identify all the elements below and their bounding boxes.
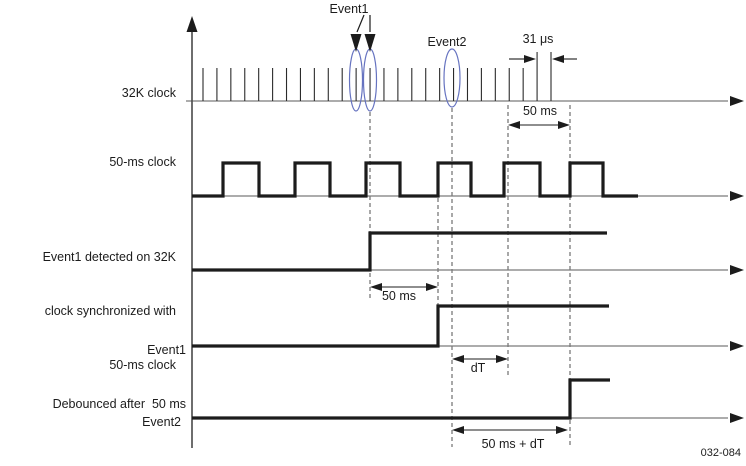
dim-label-31us: 31 μs bbox=[522, 32, 554, 46]
dim-label-50ms-top: 50 ms bbox=[522, 104, 558, 118]
row-label-event1-detected: Event1 detected on 32K clock synchronize… bbox=[42, 250, 176, 372]
row-label-50ms-clock: 50-ms clock bbox=[109, 155, 176, 169]
dim-label-50ms-mid: 50 ms bbox=[381, 289, 417, 303]
event1-callout-label: Event1 bbox=[329, 2, 369, 16]
row-label-event1-debounced: Event1 Debounced after 50 ms bbox=[52, 343, 186, 411]
row-label-32k-clock: 32K clock bbox=[121, 86, 176, 100]
event2-callout-label: Event2 bbox=[427, 35, 467, 49]
row-label-event2-debounced: Event2 Debounced after 50 ms + dT bbox=[142, 415, 181, 429]
figure-number: 032-084 bbox=[700, 447, 741, 459]
dim-label-50ms-dt: 50 ms + dT bbox=[481, 437, 545, 451]
dim-label-dt: dT bbox=[470, 361, 486, 375]
